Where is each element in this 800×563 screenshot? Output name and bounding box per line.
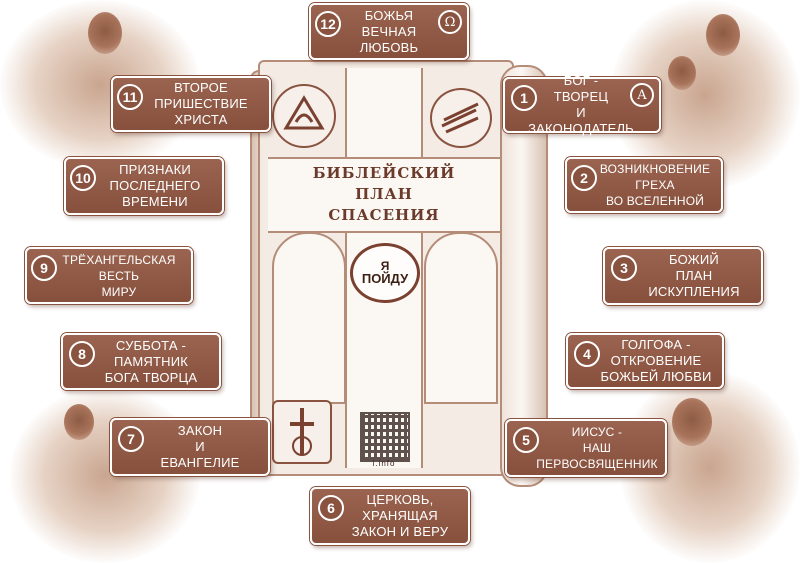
step-number-3: 3 [611,255,637,281]
step-label-10: ПРИЗНАКИ ПОСЛЕДНЕГО ВРЕМЕНИ [109,162,201,209]
step-number-1: 1 [511,85,537,111]
angels-flight-icon [430,88,492,148]
cross-horizontal-beam [268,157,500,233]
christ-head-illustration [88,12,122,54]
step-label-3: БОЖИЙ ПЛАН ИСКУПЛЕНИЯ [648,252,740,299]
omega-icon: Ω [438,10,462,34]
step-label-6: ЦЕРКОВЬ, ХРАНЯЩАЯ ЗАКОН И ВЕРУ [351,492,449,539]
step-label-7: ЗАКОН И ЕВАНГЕЛИЕ [160,423,240,470]
step-number-2: 2 [571,165,597,191]
right-arch [424,232,498,404]
step-2-box[interactable]: 2 ВОЗНИКНОВЕНИЕ ГРЕХА ВО ВСЕЛЕННОЙ [565,157,723,213]
step-3-box[interactable]: 3 БОЖИЙ ПЛАН ИСКУПЛЕНИЯ [603,247,763,305]
step-number-6: 6 [318,495,344,521]
left-arch [272,232,346,404]
scroll-right-roll [500,65,548,487]
step-label-8: СУББОТА - ПАМЯТНИК БОГА ТВОРЦА [104,337,198,385]
scroll-title: БИБЛЕЙСКИЙ ПЛАН СПАСЕНИЯ [312,164,456,224]
step-label-9: ТРЁХАНГЕЛЬСКАЯ ВЕСТЬ МИРУ [62,252,176,299]
step-label-12: БОЖЬЯ ВЕЧНАЯ ЛЮБОВЬ [359,7,419,55]
step-5-box[interactable]: 5 ИИСУС - НАШ ПЕРВОСВЯЩЕННИК [505,419,667,477]
step-label-11: ВТОРОЕ ПРИШЕСТВИЕ ХРИСТА [154,80,248,127]
step-9-box[interactable]: 9 ТРЁХАНГЕЛЬСКАЯ ВЕСТЬ МИРУ [25,247,193,304]
high-priest-head-illustration [64,404,94,440]
qr-label: i.info [372,459,396,468]
step-number-12: 12 [315,11,341,37]
law-tablets-icon [272,400,332,464]
alpha-icon: A [630,83,654,107]
teacher-head-illustration [706,14,740,56]
step-number-11: 11 [117,84,143,110]
step-number-8: 8 [69,341,95,367]
step-label-1: БОГ - ТВОРЕЦ И ЗАКОНОДАТЕЛЬ [528,73,634,136]
step-number-7: 7 [118,426,144,452]
step-label-4: ГОЛГОФА - ОТКРОВЕНИЕ БОЖЬЕЙ ЛЮБВИ [600,337,712,384]
step-4-box[interactable]: 4 ГОЛГОФА - ОТКРОВЕНИЕ БОЖЬЕЙ ЛЮБВИ [566,333,724,389]
step-7-box[interactable]: 7 ЗАКОН И ЕВАНГЕЛИЕ [110,418,270,476]
step-6-box[interactable]: 6 ЦЕРКОВЬ, ХРАНЯЩАЯ ЗАКОН И ВЕРУ [310,487,470,545]
step-11-box[interactable]: 11 ВТОРОЕ ПРИШЕСТВИЕ ХРИСТА [111,76,271,132]
step-number-4: 4 [574,341,600,367]
step-1-box[interactable]: 1 БОГ - ТВОРЕЦ И ЗАКОНОДАТЕЛЬ A [503,73,661,136]
seal-ya-text: Я [380,259,390,273]
church-logo-icon [272,84,336,148]
step-number-9: 9 [31,255,57,281]
step-label-5: ИИСУС - НАШ ПЕРВОСВЯЩЕННИК [536,425,658,471]
seal-text: ПОЙДУ [361,271,409,286]
step-number-5: 5 [513,427,539,453]
thorn-crown-head-illustration [672,398,712,446]
step-12-box[interactable]: 12 БОЖЬЯ ВЕЧНАЯ ЛЮБОВЬ Ω [309,3,469,60]
step-10-box[interactable]: 10 ПРИЗНАКИ ПОСЛЕДНЕГО ВРЕМЕНИ [64,157,224,215]
step-8-box[interactable]: 8 СУББОТА - ПАМЯТНИК БОГА ТВОРЦА [61,333,221,390]
qr-code[interactable] [360,412,410,462]
student-head-illustration [668,56,696,90]
step-label-2: ВОЗНИКНОВЕНИЕ ГРЕХА ВО ВСЕЛЕННОЙ [599,162,711,208]
step-number-10: 10 [70,165,96,191]
i-will-go-seal: Я ПОЙДУ [350,243,420,303]
